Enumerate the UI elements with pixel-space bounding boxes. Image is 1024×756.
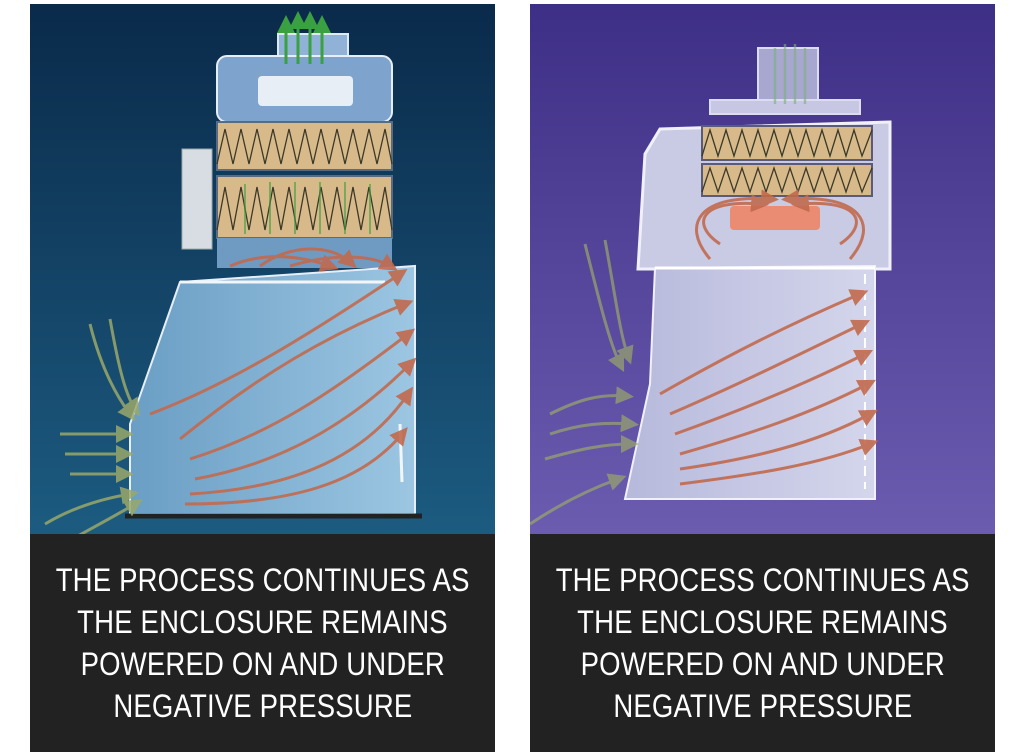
- fume-enclosure-diagram: [530, 4, 995, 534]
- caption-line-4: NEGATIVE PRESSURE: [612, 688, 913, 724]
- exhaust-fan-icon: [258, 76, 353, 106]
- exhaust-fan-icon: [730, 206, 820, 230]
- caption-line-2: THE ENCLOSURE REMAINS: [577, 604, 948, 640]
- caption-box: THE PROCESS CONTINUES AS THE ENCLOSURE R…: [530, 534, 995, 752]
- filter-stack-icon: [701, 125, 873, 197]
- airflow-arrows-icon: [530, 44, 879, 526]
- caption-line-3: POWERED ON AND UNDER: [80, 646, 445, 682]
- caption-line-3: POWERED ON AND UNDER: [580, 646, 945, 682]
- enclosure-cabinet: [129, 264, 416, 515]
- filter-stack-icon: [216, 121, 393, 239]
- caption-line-4: NEGATIVE PRESSURE: [112, 688, 413, 724]
- left-panel: THE PROCESS CONTINUES AS THE ENCLOSURE R…: [30, 4, 495, 752]
- caption-line-2: THE ENCLOSURE REMAINS: [77, 604, 448, 640]
- enclosure-cabinet: [623, 264, 876, 500]
- right-panel: THE PROCESS CONTINUES AS THE ENCLOSURE R…: [530, 4, 995, 752]
- caption-box: THE PROCESS CONTINUES AS THE ENCLOSURE R…: [30, 534, 495, 752]
- fume-enclosure-diagram: [30, 4, 495, 534]
- caption-line-1: THE PROCESS CONTINUES AS: [555, 562, 970, 598]
- caption-line-1: THE PROCESS CONTINUES AS: [55, 562, 470, 598]
- airflow-arrows-icon: [44, 11, 417, 534]
